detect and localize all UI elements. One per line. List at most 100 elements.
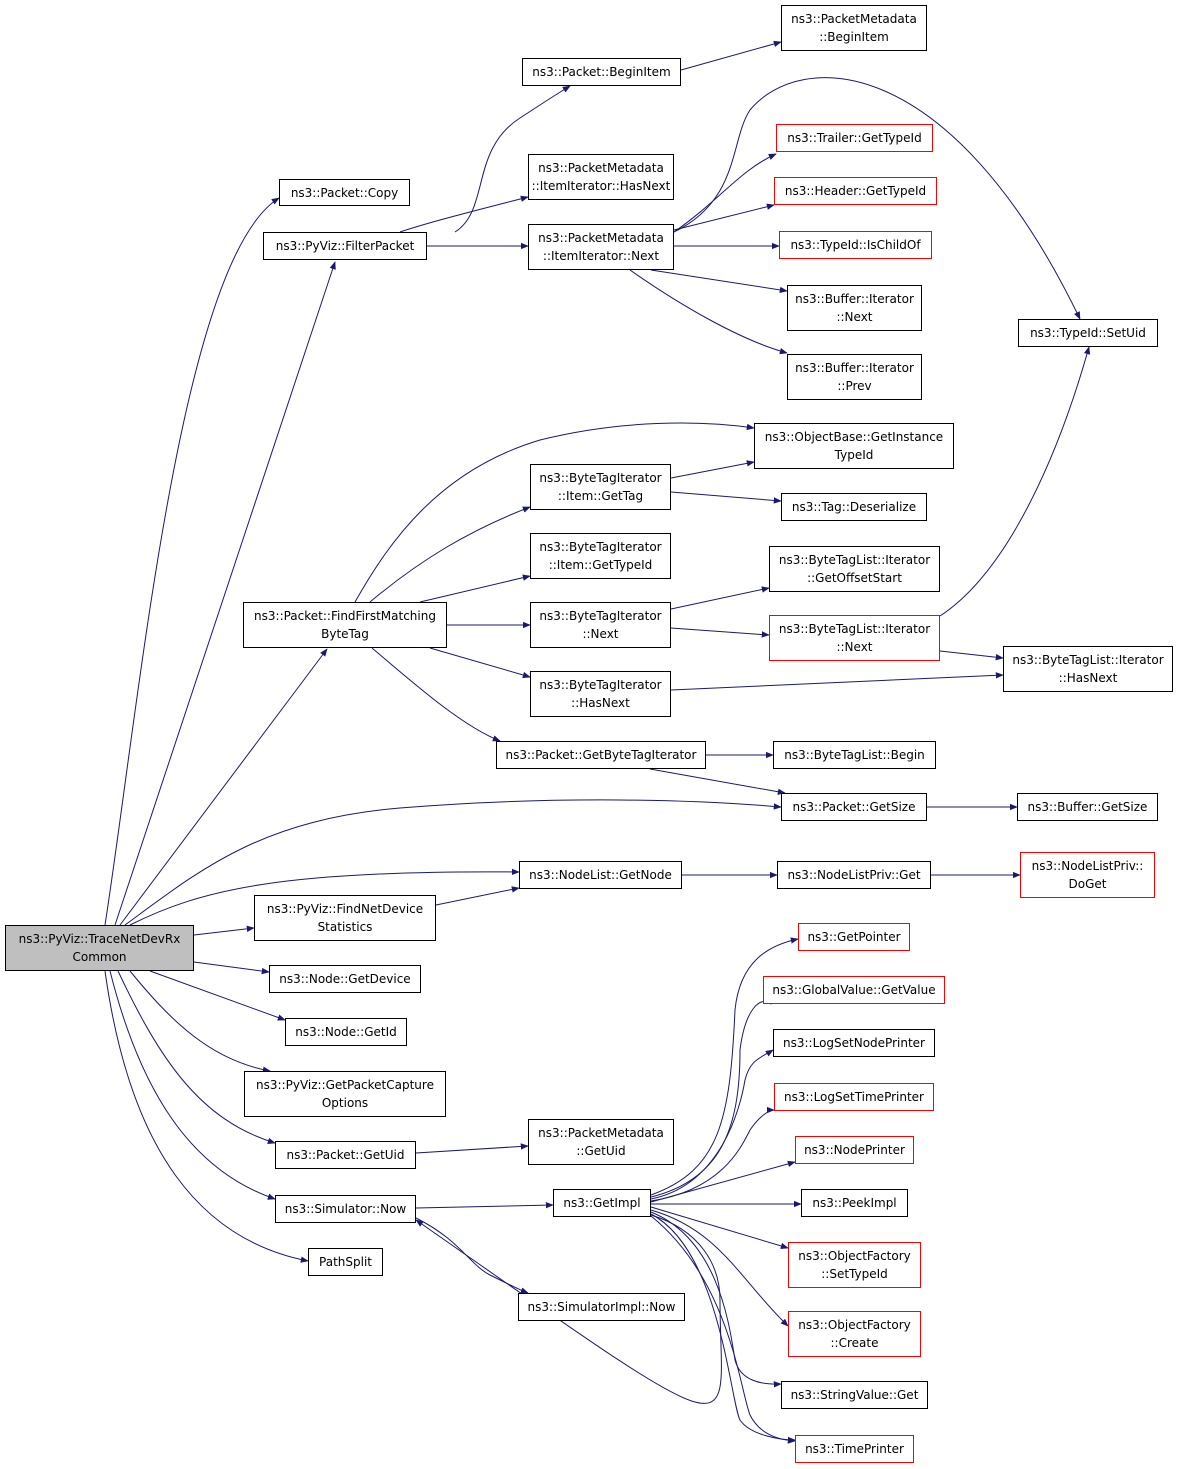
call-edge: [149, 970, 286, 1021]
node-buffer-iterator-prev[interactable]: ns3::Buffer::Iterator ::Prev: [787, 354, 922, 400]
node-nodelistpriv-doget[interactable]: ns3::NodeListPriv:: DoGet: [1020, 852, 1155, 898]
node-label: ns3::Trailer::GetTypeId: [787, 131, 922, 145]
node-objectfactory-set-type-id[interactable]: ns3::ObjectFactory ::SetTypeId: [788, 1242, 921, 1288]
node-label-line1: ns3::ObjectBase::GetInstance: [764, 430, 944, 444]
call-edge: [673, 153, 777, 233]
node-pyviz-filter-packet[interactable]: ns3::PyViz::FilterPacket: [263, 232, 427, 260]
node-label: ns3::Packet::GetUid: [286, 1148, 405, 1162]
node-bytetagiterator-next[interactable]: ns3::ByteTagIterator ::Next: [530, 602, 671, 648]
node-label: ns3::LogSetTimePrinter: [783, 1090, 924, 1104]
node-label: ns3::Buffer::GetSize: [1027, 800, 1148, 814]
call-edge: [650, 1160, 796, 1203]
node-pyviz-find-net-device-statistics[interactable]: ns3::PyViz::FindNetDevice Statistics: [254, 895, 436, 941]
node-buffer-iterator-next[interactable]: ns3::Buffer::Iterator ::Next: [787, 285, 922, 331]
node-packet-get-size[interactable]: ns3::Packet::GetSize: [781, 793, 927, 821]
node-buffer-get-size[interactable]: ns3::Buffer::GetSize: [1017, 793, 1158, 821]
node-label-line2: ::SetTypeId: [821, 1267, 888, 1281]
call-edge: [354, 422, 755, 603]
node-get-pointer[interactable]: ns3::GetPointer: [798, 923, 910, 951]
node-bytetaglist-iterator-next[interactable]: ns3::ByteTagList::Iterator ::Next: [769, 615, 940, 661]
node-label-line1: ns3::ByteTagIterator: [539, 540, 662, 554]
node-node-printer[interactable]: ns3::NodePrinter: [795, 1136, 914, 1164]
node-nodelist-get-node[interactable]: ns3::NodeList::GetNode: [519, 861, 682, 889]
node-packetmetadata-begin-item[interactable]: ns3::PacketMetadata ::BeginItem: [781, 5, 927, 51]
node-get-impl[interactable]: ns3::GetImpl: [553, 1189, 651, 1217]
call-edge: [419, 574, 531, 603]
call-edge: [129, 970, 271, 1073]
node-packetmetadata-get-uid[interactable]: ns3::PacketMetadata ::GetUid: [528, 1119, 674, 1165]
node-bytetagiterator-item-gettag[interactable]: ns3::ByteTagIterator ::Item::GetTag: [530, 464, 671, 510]
node-label: ns3::Packet::GetSize: [792, 800, 916, 814]
node-objectbase-get-instance-typeid[interactable]: ns3::ObjectBase::GetInstance TypeId: [754, 423, 954, 469]
call-edge: [435, 886, 520, 906]
call-edge: [939, 650, 1004, 661]
node-label-line1: ns3::PyViz::FindNetDevice: [266, 902, 424, 916]
node-bytetaglist-iterator-hasnext[interactable]: ns3::ByteTagList::Iterator ::HasNext: [1003, 646, 1173, 692]
node-label-line1: ns3::Buffer::Iterator: [795, 292, 914, 306]
node-log-set-node-printer[interactable]: ns3::LogSetNodePrinter: [773, 1029, 935, 1057]
node-trace-net-dev-rx-common[interactable]: ns3::PyViz::TraceNetDevRx Common: [5, 925, 194, 971]
node-label: PathSplit: [319, 1255, 372, 1269]
call-edge: [371, 647, 501, 742]
call-edge: [415, 1201, 554, 1209]
node-node-get-id[interactable]: ns3::Node::GetId: [285, 1018, 407, 1046]
node-label: ns3::Header::GetTypeId: [784, 184, 927, 198]
node-bytetaglist-begin[interactable]: ns3::ByteTagList::Begin: [773, 741, 936, 769]
node-label: ns3::Packet::Copy: [290, 185, 399, 200]
node-typeid-set-uid[interactable]: ns3::TypeId::SetUid: [1018, 319, 1158, 347]
call-edge: [670, 460, 755, 479]
node-trailer-get-type-id[interactable]: ns3::Trailer::GetTypeId: [776, 124, 933, 152]
node-label-line2: ::Item::GetTag: [557, 489, 644, 503]
call-edge: [369, 506, 531, 603]
call-edge: [415, 1214, 722, 1404]
node-label-line2: ::BeginItem: [819, 30, 889, 44]
node-simulator-now[interactable]: ns3::Simulator::Now: [275, 1195, 416, 1223]
node-label-line1: ns3::PacketMetadata: [538, 231, 664, 245]
node-label: ns3::NodeList::GetNode: [529, 868, 672, 882]
node-bytetaglist-iterator-getoffsetstart[interactable]: ns3::ByteTagList::Iterator ::GetOffsetSt…: [769, 546, 940, 592]
node-packet-begin-item[interactable]: ns3::Packet::BeginItem: [522, 58, 681, 86]
node-objectfactory-create[interactable]: ns3::ObjectFactory ::Create: [788, 1311, 921, 1357]
call-edge: [193, 961, 270, 975]
node-packet-get-uid[interactable]: ns3::Packet::GetUid: [275, 1141, 416, 1169]
node-label-line2: ::HasNext: [1058, 671, 1118, 685]
node-label: ns3::Node::GetId: [295, 1025, 397, 1039]
call-edge: [429, 647, 531, 679]
node-packet-get-bytetag-iterator[interactable]: ns3::Packet::GetByteTagIterator: [496, 741, 706, 769]
node-label-line2: DoGet: [1068, 877, 1107, 891]
node-label: ns3::Packet::BeginItem: [532, 65, 671, 79]
node-label: ns3::TypeId::SetUid: [1030, 326, 1146, 340]
node-label-line2: ::Next: [836, 640, 873, 654]
node-log-set-time-printer[interactable]: ns3::LogSetTimePrinter: [774, 1083, 934, 1111]
node-packet-find-first-matching-bytetag[interactable]: ns3::Packet::FindFirstMatching ByteTag: [243, 602, 447, 648]
node-label: ns3::Tag::Deserialize: [791, 500, 917, 514]
node-pyviz-get-packet-capture-options[interactable]: ns3::PyViz::GetPacketCapture Options: [244, 1071, 446, 1117]
call-edge: [104, 197, 280, 926]
node-tag-deserialize[interactable]: ns3::Tag::Deserialize: [781, 493, 927, 521]
node-label-line2: Options: [321, 1096, 369, 1110]
node-bytetagiterator-item-gettypeid[interactable]: ns3::ByteTagIterator ::Item::GetTypeId: [530, 533, 671, 579]
node-bytetagiterator-hasnext[interactable]: ns3::ByteTagIterator ::HasNext: [530, 671, 671, 717]
node-header-get-type-id[interactable]: ns3::Header::GetTypeId: [774, 177, 937, 205]
node-label-line1: ns3::ByteTagList::Iterator: [778, 553, 931, 567]
node-packetmetadata-itemiterator-hasnext[interactable]: ns3::PacketMetadata ::ItemIterator::HasN…: [528, 154, 674, 200]
call-edge: [119, 648, 328, 926]
node-time-printer[interactable]: ns3::TimePrinter: [795, 1435, 914, 1463]
node-nodelistpriv-get[interactable]: ns3::NodeListPriv::Get: [777, 861, 931, 889]
node-label-line2: ::GetUid: [576, 1144, 626, 1158]
node-path-split[interactable]: PathSplit: [308, 1248, 383, 1276]
node-typeid-is-child-of[interactable]: ns3::TypeId::IsChildOf: [779, 231, 932, 259]
node-packet-copy[interactable]: ns3::Packet::Copy: [279, 179, 410, 206]
node-packetmetadata-itemiterator-next[interactable]: ns3::PacketMetadata ::ItemIterator::Next: [528, 224, 674, 270]
call-edge: [109, 970, 276, 1200]
node-globalvalue-get-value[interactable]: ns3::GlobalValue::GetValue: [763, 976, 945, 1004]
node-node-get-device[interactable]: ns3::Node::GetDevice: [269, 965, 421, 993]
node-peek-impl[interactable]: ns3::PeekImpl: [801, 1189, 908, 1217]
node-label-line2: ::HasNext: [571, 696, 630, 710]
node-simulatorimpl-now[interactable]: ns3::SimulatorImpl::Now: [518, 1293, 685, 1321]
node-stringvalue-get[interactable]: ns3::StringValue::Get: [781, 1381, 928, 1409]
node-label-line1: ns3::ObjectFactory: [798, 1249, 911, 1263]
node-label-line1: ns3::ByteTagList::Iterator: [778, 622, 931, 636]
node-label: ns3::NodeListPriv::Get: [787, 868, 921, 882]
